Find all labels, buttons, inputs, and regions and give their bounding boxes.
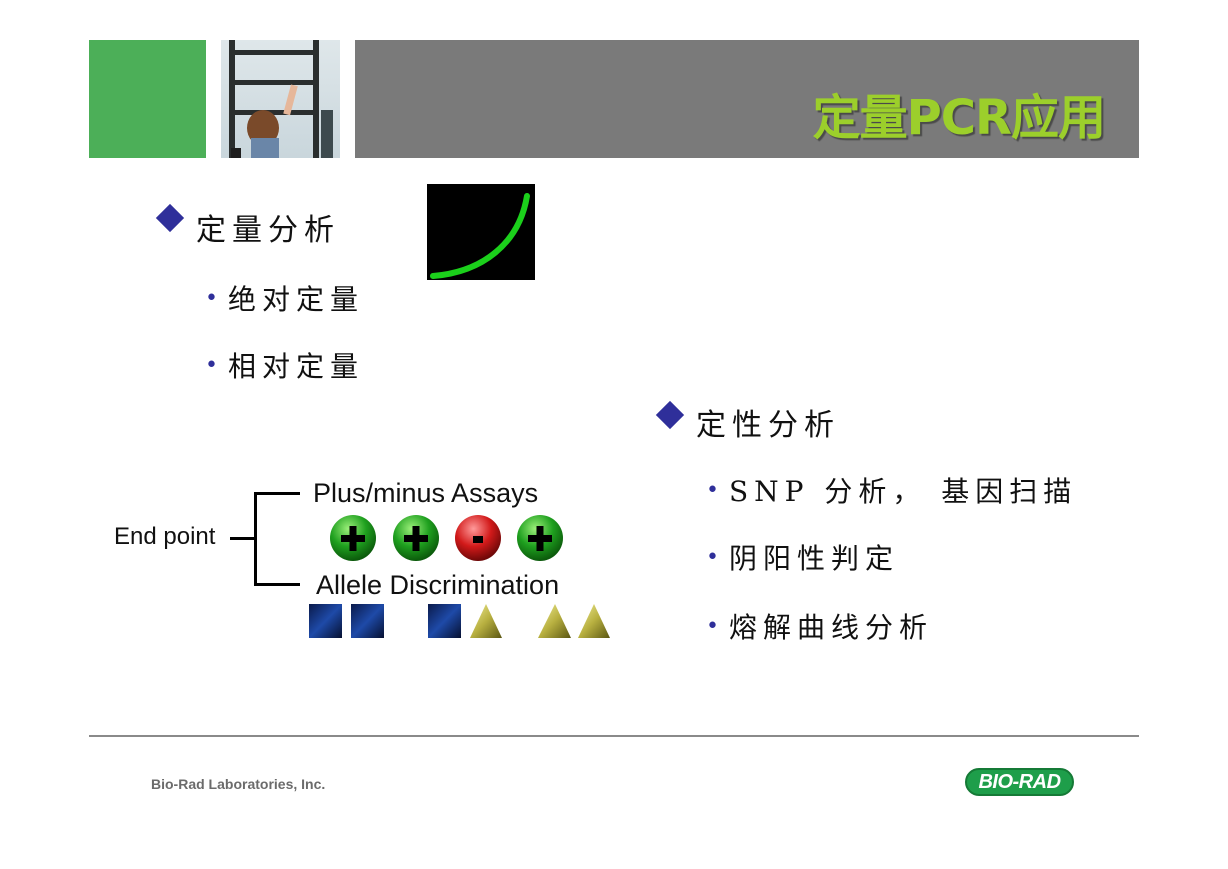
plus-circle-icon: [516, 514, 564, 566]
bullet-dot-icon: •: [706, 614, 725, 639]
allele-shapes: [309, 604, 610, 638]
list-item: •SNP 分析， 基因扫描: [706, 475, 1078, 508]
bio-rad-logo: BIO-RAD: [965, 768, 1074, 796]
bracket-bottom-line: [254, 583, 300, 586]
bullet-dot-icon: •: [205, 353, 224, 378]
slide-title: 定量PCR应用: [812, 90, 1106, 146]
bullet-diamond-icon: [155, 203, 185, 233]
list-item: •熔解曲线分析: [706, 611, 933, 644]
endpoint-label: End point: [114, 523, 216, 550]
heading-qualitative: 定性分析: [696, 408, 840, 443]
bullet-dot-icon: •: [205, 286, 224, 311]
heading-quantitative: 定量分析: [196, 213, 340, 248]
bullet-diamond-icon: [655, 400, 685, 430]
allele-triangle: [470, 604, 502, 638]
list-item: •相对定量: [205, 350, 364, 383]
bracket-line: [254, 492, 257, 585]
allele-square: [351, 604, 384, 638]
allele-triangle: [578, 604, 610, 638]
footer-divider: [89, 735, 1139, 737]
header-green-block: [89, 40, 206, 158]
company-name: Bio-Rad Laboratories, Inc.: [151, 776, 326, 792]
allele-label: Allele Discrimination: [316, 570, 560, 600]
connector-line: [230, 537, 256, 540]
bullet-dot-icon: •: [706, 478, 725, 503]
allele-square: [309, 604, 342, 638]
allele-square: [428, 604, 461, 638]
list-item: •绝对定量: [205, 283, 364, 316]
bullet-dot-icon: •: [706, 545, 725, 570]
amplification-curve-image: [427, 184, 535, 280]
bracket-top-line: [254, 492, 300, 495]
allele-triangle: [538, 604, 571, 638]
plus-circle-icon: [392, 514, 440, 566]
plus-circle-icon: [329, 514, 377, 566]
plus-minus-label: Plus/minus Assays: [313, 478, 539, 508]
title-bar: 定量PCR应用: [355, 40, 1139, 158]
list-item: •阴阳性判定: [706, 542, 899, 575]
minus-circle-icon: [454, 514, 502, 566]
header-photo: [221, 40, 340, 158]
